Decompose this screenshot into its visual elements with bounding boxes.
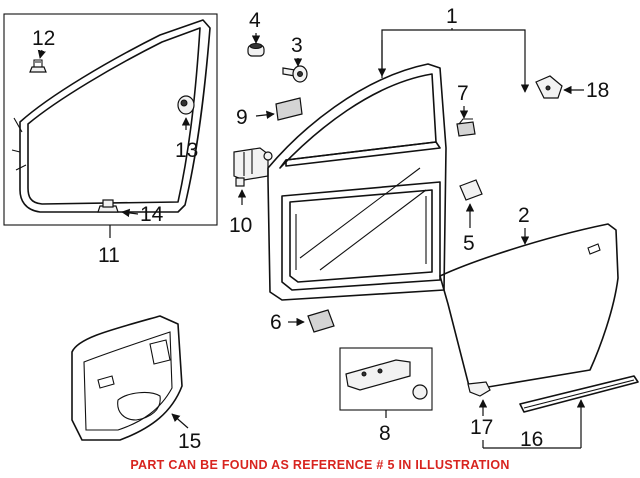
hole-cover-15 — [71, 315, 189, 441]
callout-14: 14 — [140, 203, 164, 226]
bolt-3 — [282, 58, 308, 83]
clip-17 — [467, 381, 491, 416]
callout-7: 7 — [457, 82, 469, 105]
belt-moulding-16 — [519, 375, 639, 413]
reference-note: PART CAN BE FOUND AS REFERENCE # 5 IN IL… — [130, 458, 510, 472]
callout-9: 9 — [236, 106, 248, 129]
clip-18 — [535, 75, 584, 99]
callout-6: 6 — [270, 311, 282, 334]
callout-18: 18 — [586, 79, 609, 102]
callout-17: 17 — [470, 416, 493, 439]
callout-8: 8 — [379, 422, 391, 445]
callout-13: 13 — [175, 139, 198, 162]
door-weatherstrip — [19, 19, 211, 213]
callout-5: 5 — [463, 232, 475, 255]
callout-4: 4 — [249, 9, 261, 32]
callout-12: 12 — [32, 27, 55, 50]
pad-7 — [456, 106, 476, 137]
weatherstrip-group — [3, 13, 218, 238]
door-shell-1 — [267, 28, 530, 301]
clip-14 — [97, 199, 139, 218]
callout-16: 16 — [520, 428, 543, 451]
callout-10: 10 — [229, 214, 252, 237]
bumper-4 — [247, 33, 265, 57]
lock-group-8 — [339, 347, 433, 418]
hinge-10 — [233, 147, 273, 205]
outer-panel-2 — [439, 223, 619, 391]
callout-11: 11 — [98, 244, 120, 267]
bracket-16 — [482, 399, 586, 449]
callout-2: 2 — [518, 204, 530, 227]
bracket-9 — [255, 97, 303, 121]
callout-3: 3 — [291, 34, 303, 57]
pad-5 — [459, 179, 483, 228]
callout-15: 15 — [178, 430, 201, 453]
callout-1: 1 — [446, 5, 458, 28]
clip-12 — [29, 49, 47, 73]
grommet-13 — [177, 95, 195, 130]
pad-6 — [288, 309, 335, 333]
